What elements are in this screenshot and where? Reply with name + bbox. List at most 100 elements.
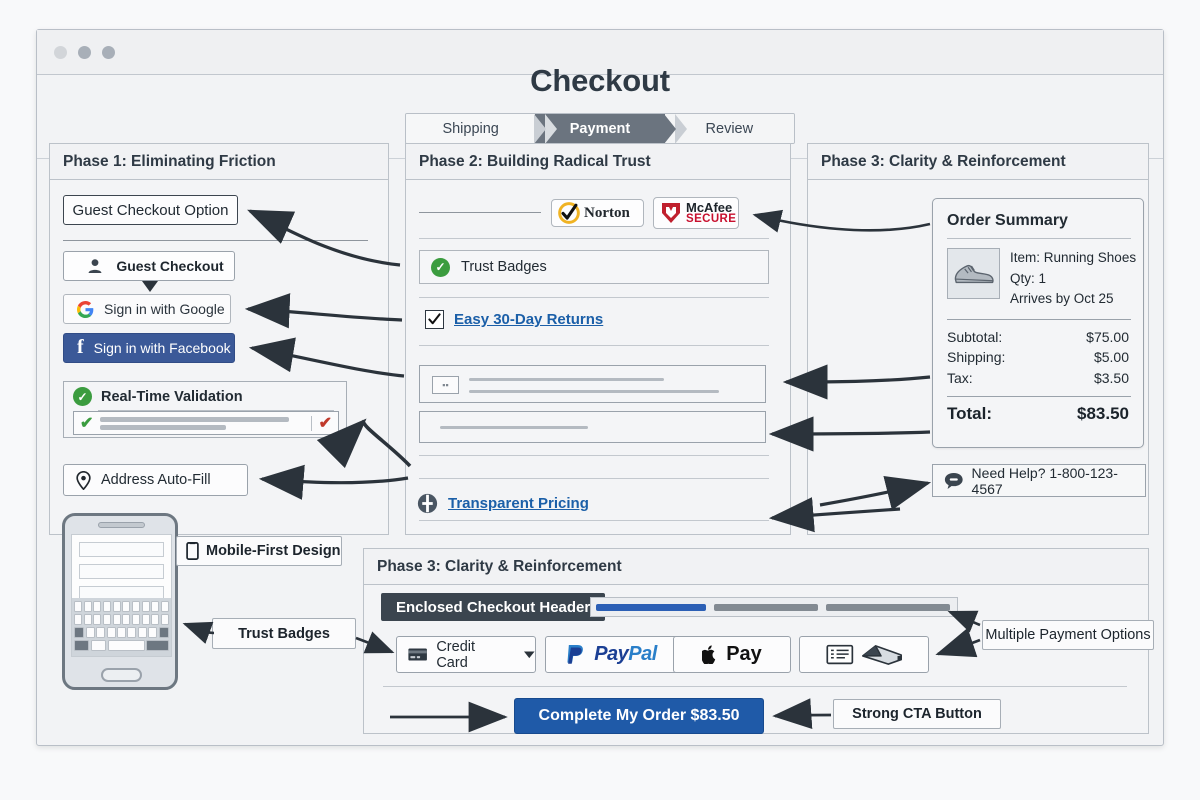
cost-line-shipping: Shipping: $5.00 <box>947 347 1129 368</box>
subtotal-value: $75.00 <box>1086 328 1129 345</box>
step-chevron-outer-icon <box>674 114 687 143</box>
phone-home-button[interactable] <box>101 668 142 682</box>
phone-form-field <box>79 542 164 557</box>
check-writing-icon <box>861 644 902 665</box>
order-summary-card: Order Summary Item: Running Shoes Qty: 1… <box>932 198 1144 448</box>
field-placeholder-bars <box>100 416 303 430</box>
paypal-wordmark: PayPal <box>594 643 657 666</box>
address-autofill-label: Address Auto-Fill <box>101 472 211 488</box>
complete-order-button[interactable]: Complete My Order $83.50 <box>514 698 764 734</box>
trust-badges-label: Trust Badges <box>461 259 547 275</box>
field-line <box>469 390 719 393</box>
norton-label: Norton <box>584 204 630 221</box>
window-minimize-dot[interactable] <box>78 46 91 59</box>
paypal-pay-text: Pay <box>594 643 629 665</box>
window-maximize-dot[interactable] <box>102 46 115 59</box>
order-summary-separator <box>947 318 1131 320</box>
card-thumbnail-icon: ▪▪ <box>432 376 459 394</box>
paypal-pal-text: Pal <box>628 643 657 665</box>
subtotal-label: Subtotal: <box>947 328 1003 345</box>
apple-pay-label: Pay <box>726 643 762 665</box>
mcafee-badge: McAfee SECURE <box>653 197 739 229</box>
step-payment-label: Payment <box>569 120 631 137</box>
panel-phase-2-title: Phase 2: Building Radical Trust <box>406 144 790 180</box>
facebook-signin-button[interactable]: f Sign in with Facebook <box>63 333 235 363</box>
order-summary-divider <box>947 238 1131 239</box>
step-chevron-outer-icon <box>545 114 558 143</box>
order-item-arrival: Arrives by Oct 25 <box>1010 291 1114 307</box>
tax-label: Tax: <box>947 369 973 386</box>
step-shipping-label: Shipping <box>442 120 499 137</box>
validation-field-row[interactable]: ✔ ✔ <box>73 411 339 435</box>
mobile-device-icon <box>186 542 199 560</box>
field-line <box>440 426 588 429</box>
total-label: Total: <box>947 403 993 423</box>
step-shipping[interactable]: Shipping <box>406 114 558 143</box>
total-value: $83.50 <box>1077 403 1129 423</box>
callout-multiple-payment-options: Multiple Payment Options <box>982 620 1154 650</box>
order-total-row: Total: $83.50 <box>933 397 1143 424</box>
panel-phase-3-title: Phase 3: Clarity & Reinforcement <box>808 144 1148 180</box>
page-title: Checkout <box>530 63 670 98</box>
mcafee-text: McAfee SECURE <box>686 201 736 226</box>
transparent-pricing-link[interactable]: Transparent Pricing <box>448 495 589 512</box>
tax-value: $3.50 <box>1093 369 1129 386</box>
facebook-icon: f <box>77 336 84 358</box>
payment-option-credit-card[interactable]: Credit Card <box>396 636 536 673</box>
order-item-row: Item: Running Shoes Qty: 1 Arrives by Oc… <box>933 239 1143 310</box>
payment-option-check[interactable] <box>799 636 929 673</box>
guest-checkout-label: Guest Checkout <box>116 258 224 274</box>
google-signin-button[interactable]: Sign in with Google <box>63 294 231 324</box>
mcafee-line2: SECURE <box>686 212 737 225</box>
easy-returns-link[interactable]: Easy 30-Day Returns <box>454 311 604 328</box>
order-summary-title: Order Summary <box>947 212 1068 229</box>
order-item-qty: Qty: 1 <box>1010 270 1047 286</box>
phone-screen <box>71 534 172 657</box>
facebook-signin-label: Sign in with Facebook <box>93 340 231 356</box>
phase2-rule-4 <box>419 455 769 456</box>
user-icon <box>88 259 102 273</box>
payment-form-field-1[interactable]: ▪▪ <box>419 365 766 403</box>
checkout-progress-bar <box>590 597 958 617</box>
mcafee-shield-icon <box>662 203 680 223</box>
phase2-rule-top <box>419 212 541 213</box>
phase2-rule-1 <box>419 238 769 239</box>
apple-logo-icon <box>702 645 716 664</box>
window-close-dot[interactable] <box>54 46 67 59</box>
field-separator <box>310 415 312 431</box>
phone-keyboard <box>72 598 171 656</box>
callout-trust-badges: Trust Badges <box>212 618 356 649</box>
check-circle-icon: ✓ <box>431 257 450 277</box>
window-titlebar <box>37 30 1163 75</box>
validation-divider <box>98 410 334 411</box>
credit-card-label: Credit Card <box>436 638 476 671</box>
norton-checkmark-icon <box>558 202 580 224</box>
payment-option-paypal[interactable]: PayPal <box>545 636 678 673</box>
google-icon <box>77 300 94 318</box>
shipping-value: $5.00 <box>1093 349 1129 366</box>
checkbox-checked-icon[interactable] <box>425 310 444 329</box>
payment-form-field-2[interactable] <box>419 411 766 443</box>
mcafee-line1: McAfee <box>686 199 733 215</box>
address-autofill-chip[interactable]: Address Auto-Fill <box>63 464 248 496</box>
guest-checkout-option-chip[interactable]: Guest Checkout Option <box>63 195 238 225</box>
order-item-name: Item: Running Shoes <box>1010 250 1137 265</box>
step-chevron-icon <box>534 114 547 143</box>
credit-card-icon <box>408 648 427 661</box>
check-circle-icon: ✓ <box>73 387 92 406</box>
payment-option-apple-pay[interactable]: Pay <box>673 636 791 673</box>
check-document-icon <box>825 644 853 664</box>
step-chevron-icon <box>663 114 676 143</box>
guest-checkout-button[interactable]: Guest Checkout <box>63 251 235 281</box>
info-badge-icon <box>417 493 438 514</box>
progress-fill-pending-1 <box>714 603 818 611</box>
phase2-rule-6 <box>419 520 769 521</box>
easy-returns-row[interactable]: Easy 30-Day Returns <box>425 310 603 329</box>
phase1-divider <box>63 240 368 241</box>
chevron-down-icon[interactable] <box>524 650 535 659</box>
transparent-pricing-row[interactable]: Transparent Pricing <box>417 493 589 514</box>
google-signin-label: Sign in with Google <box>104 301 225 317</box>
bottom-divider <box>383 686 1127 687</box>
need-help-chip[interactable]: Need Help? 1-800-123-4567 <box>932 464 1146 497</box>
